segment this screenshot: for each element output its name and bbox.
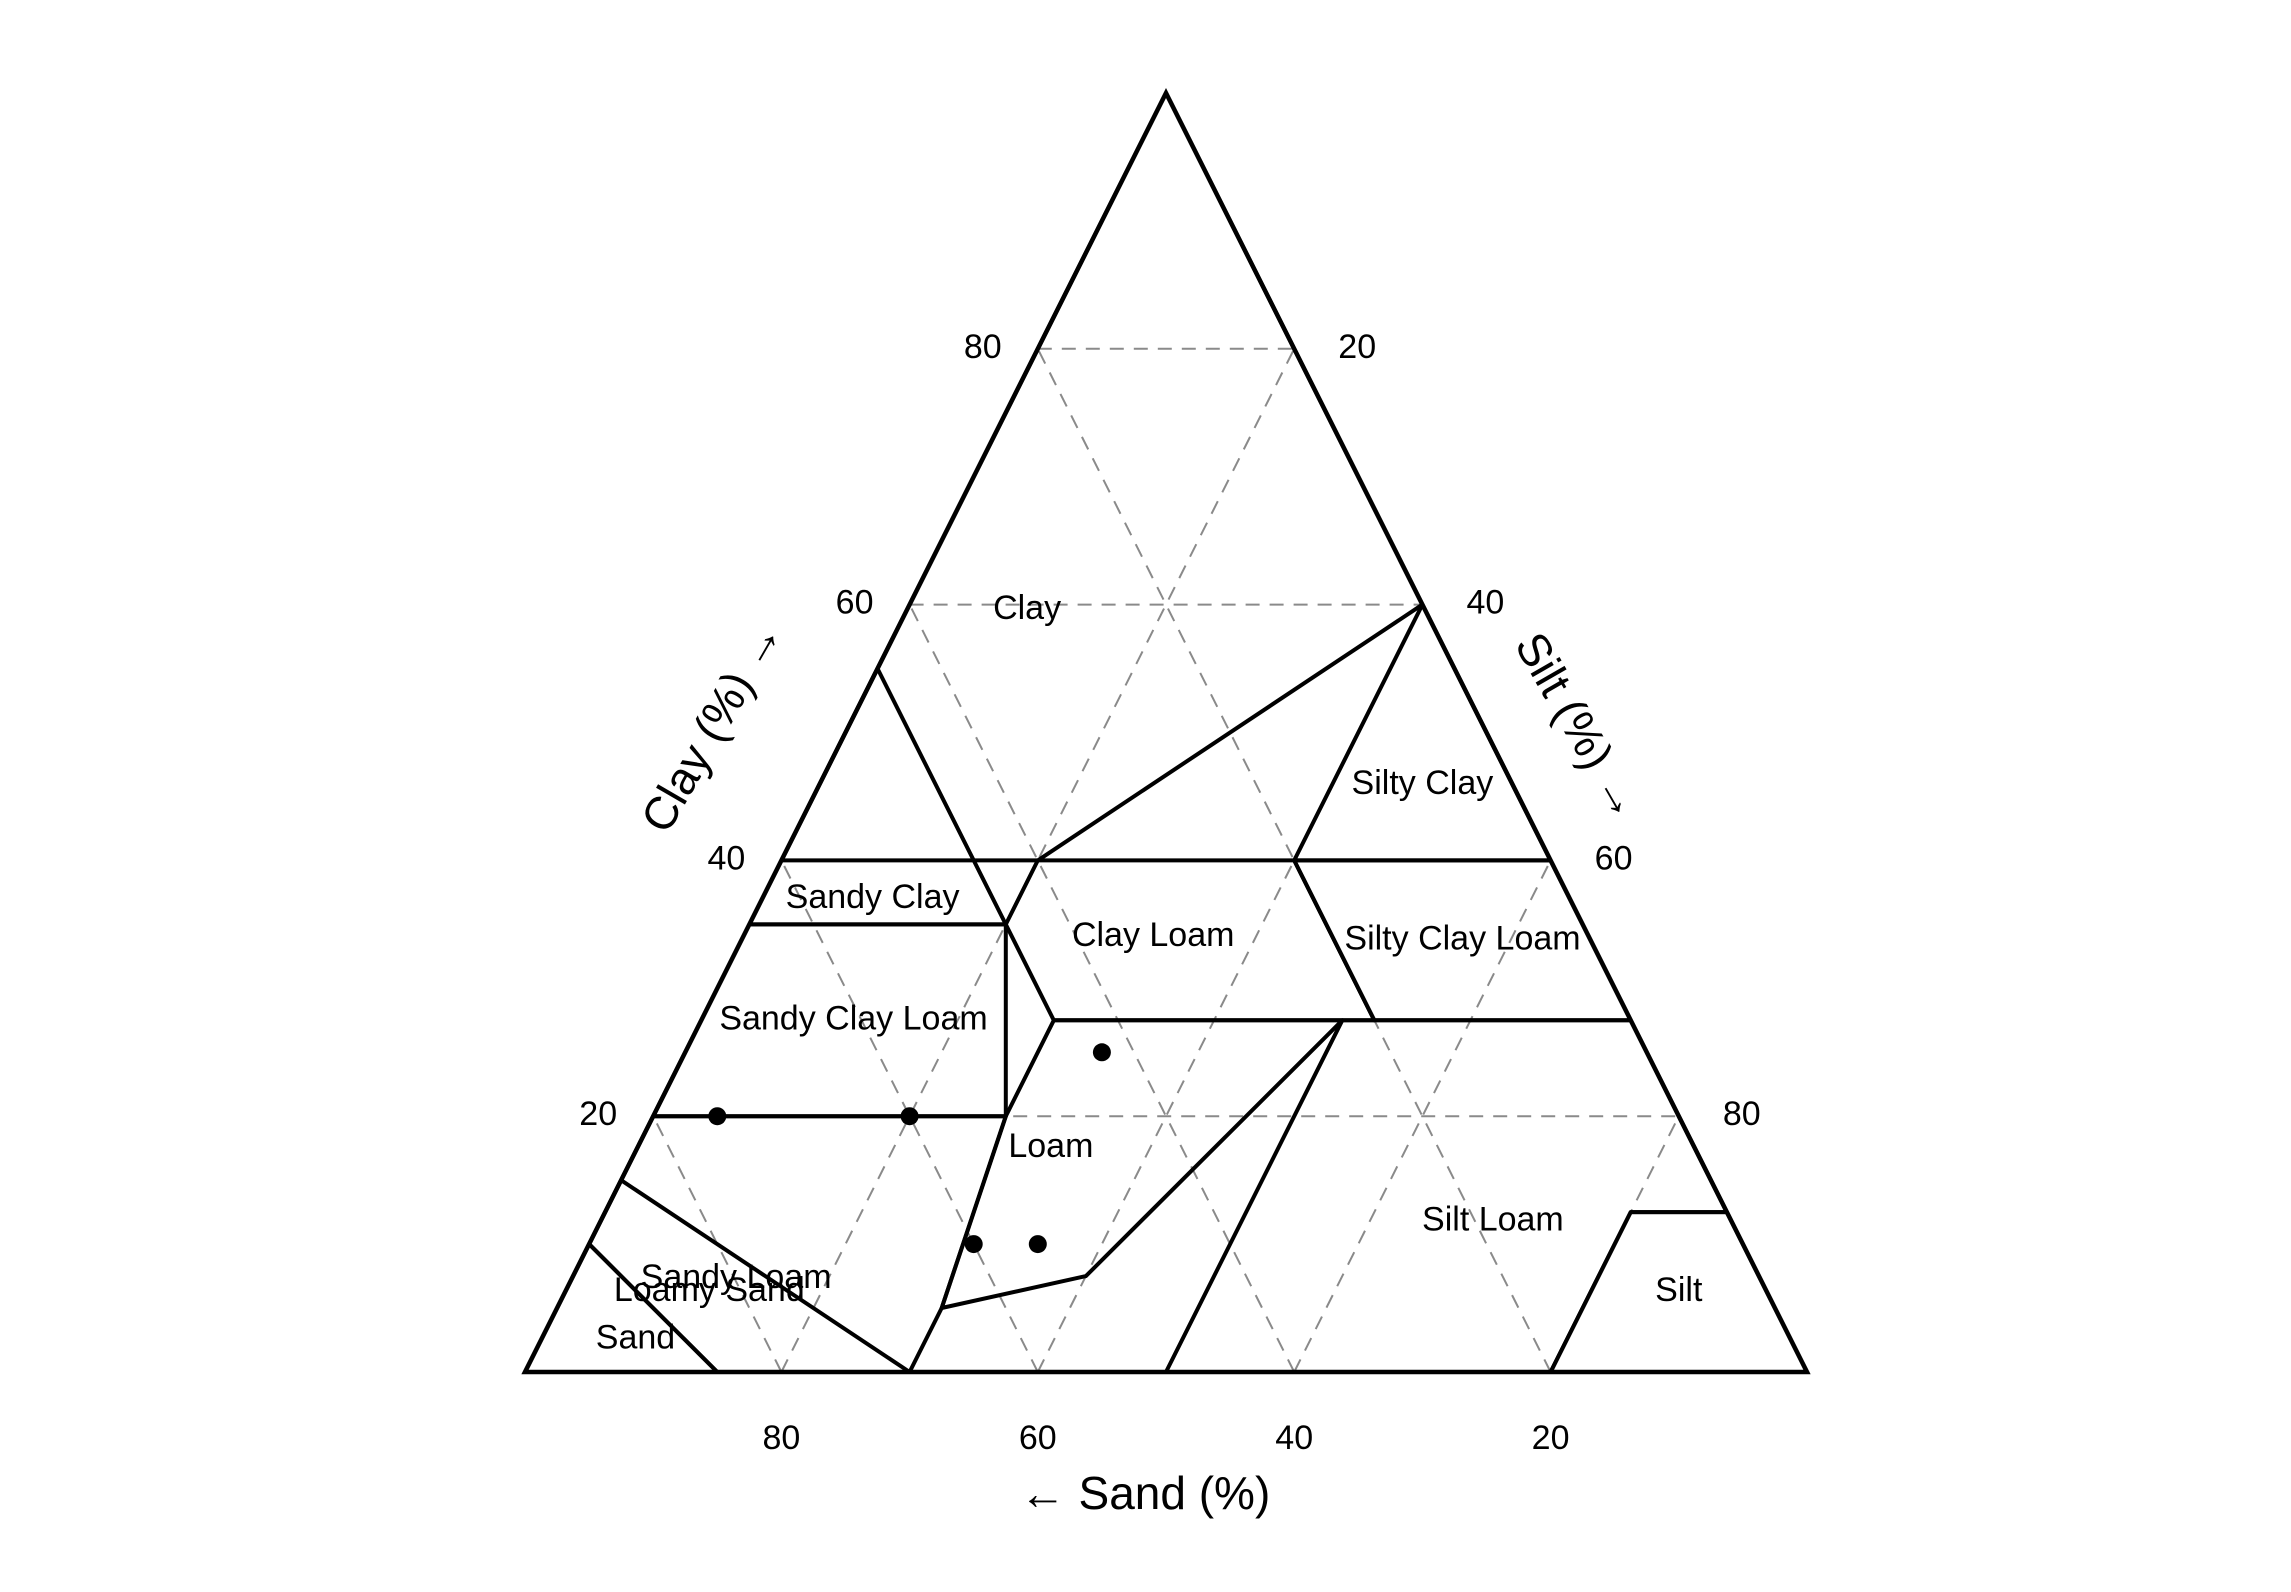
axis-labels: Clay (%) → Silt (%) → ← Sand (%) — [630, 611, 1653, 1519]
region-label-loamy-sand: Loamy Sand — [614, 1271, 805, 1309]
sample-point — [964, 1235, 983, 1254]
region-label-silt: Silt — [1655, 1271, 1703, 1309]
triangle-frame — [521, 87, 1811, 1375]
silt-tick-label: 20 — [1338, 328, 1376, 366]
sample-point — [900, 1107, 919, 1126]
clay-tick-label: 20 — [579, 1095, 617, 1133]
region-loam — [939, 1018, 1345, 1310]
clay-tick-label: 60 — [836, 584, 874, 622]
sample-point — [1092, 1043, 1111, 1062]
grid-line-sand-40 — [908, 604, 1296, 1373]
sand-axis-label: ← Sand (%) — [1020, 1467, 1271, 1519]
region-silt-loam — [1164, 1018, 1729, 1374]
region-label-sand: Sand — [596, 1318, 675, 1356]
region-label-sandy-clay-loam: Sandy Clay Loam — [719, 999, 987, 1037]
axis-ticks: 20 40 60 80 20 40 60 80 20 40 60 80 — [579, 328, 1760, 1457]
clay-tick-label: 80 — [964, 328, 1002, 366]
sample-point — [1028, 1235, 1047, 1254]
region-clay — [779, 91, 1425, 863]
sand-tick-label: 80 — [762, 1419, 800, 1457]
region-label-sandy-clay: Sandy Clay — [786, 878, 960, 916]
region-label-clay-loam: Clay Loam — [1072, 916, 1235, 954]
sand-tick-label: 20 — [1532, 1419, 1570, 1457]
sample-point — [708, 1107, 727, 1126]
region-label-loam: Loam — [1008, 1127, 1093, 1165]
region-label-silty-clay: Silty Clay — [1352, 764, 1494, 802]
region-label-silt-loam: Silt Loam — [1422, 1200, 1564, 1238]
silt-tick-label: 60 — [1595, 839, 1633, 877]
region-label-sandy-loam: Sandy Loam — [641, 1258, 832, 1296]
sand-tick-label: 40 — [1275, 1419, 1313, 1457]
sand-tick-label: 60 — [1019, 1419, 1057, 1457]
clay-tick-label: 40 — [707, 839, 745, 877]
sample-points — [708, 1043, 1111, 1254]
region-silty-clay — [1292, 602, 1553, 863]
region-label-silty-clay-loam: Silty Clay Loam — [1344, 919, 1580, 957]
region-label-clay: Clay — [993, 589, 1061, 627]
triangle-outline — [521, 87, 1811, 1375]
silt-axis-label: Silt (%) → — [1505, 623, 1654, 828]
silt-tick-label: 80 — [1723, 1095, 1761, 1133]
clay-axis-label: Clay (%) → — [630, 611, 793, 841]
silt-tick-label: 40 — [1466, 584, 1504, 622]
